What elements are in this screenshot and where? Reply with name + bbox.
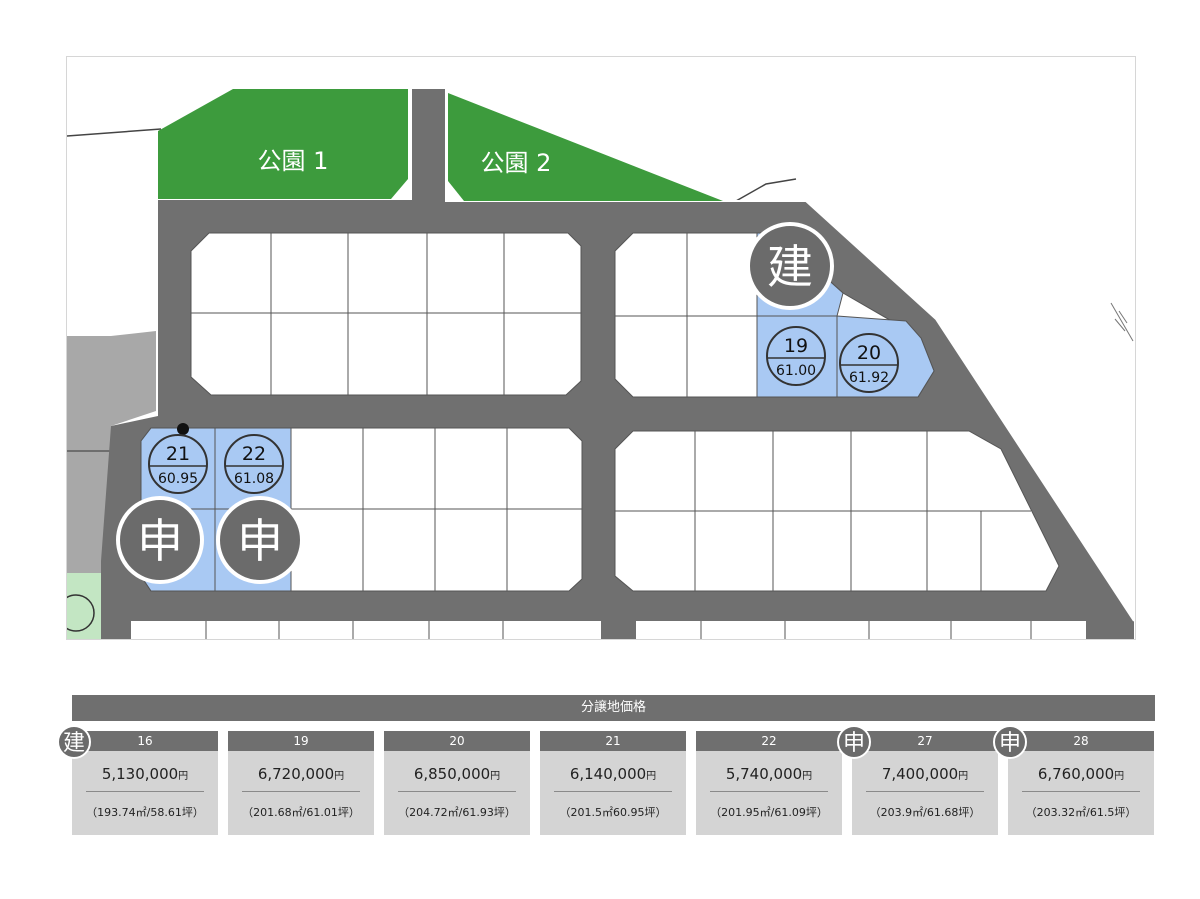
block-a-lot-lines — [191, 233, 581, 395]
lot-area: （201.68㎡/61.01坪） — [242, 806, 360, 819]
block-d-lot-lines — [615, 431, 1031, 591]
lot-number: 19 — [228, 731, 374, 751]
divider — [242, 791, 360, 792]
svg-text:61.08: 61.08 — [234, 471, 274, 487]
svg-text:21: 21 — [166, 443, 190, 465]
badge-application-28: 申 — [216, 496, 304, 584]
neighbor-lot — [111, 331, 156, 426]
lot-label-20: 20 61.92 — [839, 333, 899, 393]
lot-price: 5,130,000円 — [101, 765, 189, 783]
neighbor-green-area — [67, 573, 101, 639]
map-canvas: 公園 1 公園 2 — [67, 89, 1135, 639]
badge-under-construction: 建 — [57, 725, 91, 759]
badge-under-construction: 建 — [746, 222, 834, 310]
svg-text:申: 申 — [137, 514, 183, 568]
price-table-title: 分譲地価格 — [72, 695, 1155, 721]
price-card-28: 28 6,760,000円 （203.32㎡/61.5坪） 申 — [993, 725, 1154, 835]
lot-price: 6,850,000円 — [413, 765, 501, 783]
lot-price: 7,400,000円 — [881, 765, 969, 783]
badge-application: 申 — [993, 725, 1027, 759]
lot-number: 22 — [696, 731, 842, 751]
lot-price: 5,740,000円 — [725, 765, 813, 783]
lot-label-22: 22 61.08 — [224, 434, 284, 494]
divider — [866, 791, 984, 792]
svg-text:61.00: 61.00 — [776, 363, 816, 379]
price-card-27: 27 7,400,000円 （203.9㎡/61.68坪） 申 — [837, 725, 998, 835]
divider — [86, 791, 204, 792]
price-card-16: 16 5,130,000円 （193.74㎡/58.61坪） 建 — [57, 725, 218, 835]
svg-text:61.92: 61.92 — [849, 370, 889, 386]
subdivision-map: 公園 1 公園 2 — [66, 56, 1136, 640]
svg-text:60.95: 60.95 — [158, 471, 198, 487]
lot-area: （201.5㎡60.95坪） — [559, 806, 667, 819]
price-card-21: 21 6,140,000円 （201.5㎡60.95坪） — [540, 731, 686, 835]
lot-area: （204.72㎡/61.93坪） — [398, 806, 516, 819]
svg-text:22: 22 — [242, 443, 266, 465]
bottom-lot-row — [131, 621, 1086, 639]
compass-icon — [1110, 302, 1134, 342]
block-a — [190, 232, 582, 396]
price-card-19: 19 6,720,000円 （201.68㎡/61.01坪） — [228, 731, 374, 835]
park-1 — [158, 89, 408, 199]
lot-label-19: 19 61.00 — [766, 326, 826, 386]
park-2 — [448, 93, 723, 201]
divider — [554, 791, 672, 792]
road-edge — [445, 89, 1135, 622]
svg-text:建: 建 — [767, 240, 813, 294]
park-1-label: 公園 1 — [258, 147, 329, 175]
price-card-20: 20 6,850,000円 （204.72㎡/61.93坪） — [384, 731, 530, 835]
lot-number: 21 — [540, 731, 686, 751]
lot-price: 6,760,000円 — [1037, 765, 1125, 783]
lot-area: （201.95㎡/61.09坪） — [710, 806, 828, 819]
lot-price: 6,720,000円 — [257, 765, 345, 783]
price-card-list: 16 5,130,000円 （193.74㎡/58.61坪） 建 19 6,72… — [57, 725, 1155, 841]
badge-application-27: 申 — [116, 496, 204, 584]
badge-application: 申 — [837, 725, 871, 759]
price-card-22: 22 5,740,000円 （201.95㎡/61.09坪） — [696, 731, 842, 835]
boundary-line — [67, 128, 162, 137]
neighbor-circle-mark — [67, 594, 95, 632]
lot-area: （203.32㎡/61.5坪） — [1025, 806, 1137, 819]
divider — [1022, 791, 1140, 792]
svg-text:申: 申 — [237, 514, 283, 568]
lot-area: （203.9㎡/61.68坪） — [869, 806, 981, 819]
lot-number: 20 — [384, 731, 530, 751]
park-2-label: 公園 2 — [481, 149, 552, 177]
lot-label-21: 21 60.95 — [148, 434, 208, 494]
lot-number: 27 — [852, 731, 998, 751]
lot-number: 28 — [1008, 731, 1154, 751]
neighbor-lot — [67, 336, 111, 461]
price-table: 分譲地価格 16 5,130,000円 （193.74㎡/58.61坪） 建 1… — [57, 695, 1155, 841]
divider — [710, 791, 828, 792]
lot-area: （193.74㎡/58.61坪） — [86, 806, 204, 819]
divider — [398, 791, 516, 792]
svg-text:20: 20 — [857, 342, 881, 364]
lot-number: 16 — [72, 731, 218, 751]
boundary-line — [735, 178, 797, 202]
marker-dot — [177, 423, 189, 435]
svg-text:19: 19 — [784, 335, 808, 357]
lot-price: 6,140,000円 — [569, 765, 657, 783]
